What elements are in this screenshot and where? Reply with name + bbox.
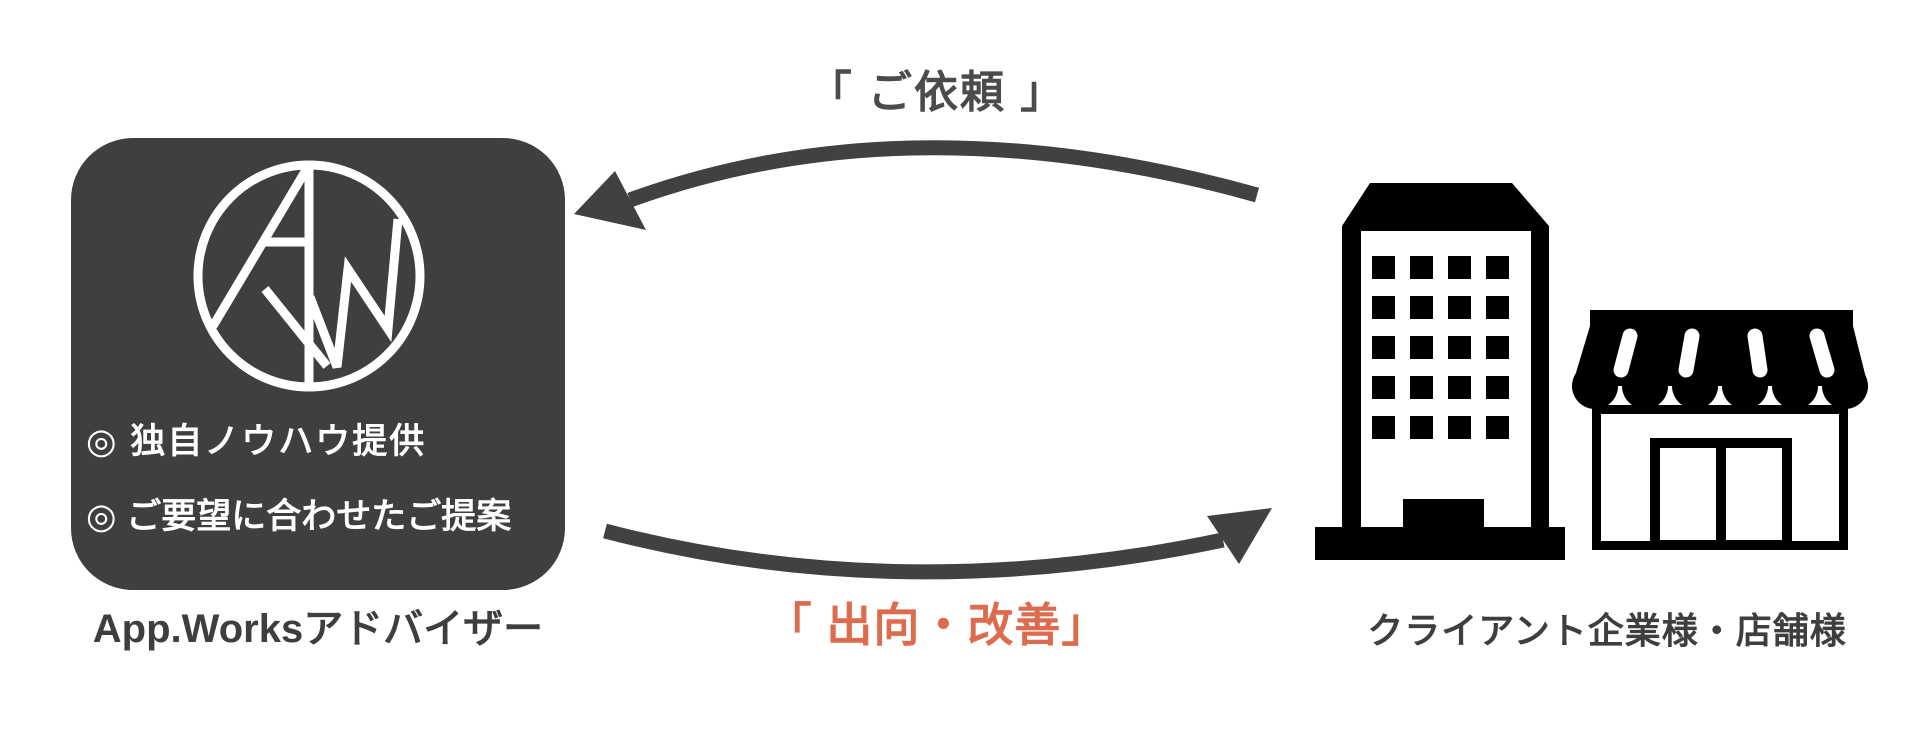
advisor-feature-know-how: ◎ 独自ノウハウ提供 (86, 422, 427, 461)
advisor-card-label: App.Worksアドバイザー (92, 607, 544, 651)
dispatch-arrow-icon (603, 508, 1272, 580)
request-arrow-icon (574, 140, 1260, 230)
advisor-feature-proposal: ◎ ご要望に合わせたご提案 (86, 497, 512, 536)
dispatch-flow-label: 「 出向・改善」 (765, 599, 1109, 651)
client-label: クライアント企業様・店舗様 (1367, 610, 1847, 651)
storefront-icon (1572, 310, 1868, 550)
advisor-card: ◎ 独自ノウハウ提供 ◎ ご要望に合わせたご提案 (71, 138, 565, 590)
office-building-icon (1315, 183, 1565, 560)
request-flow-label: 「 ご依頼 」 (807, 68, 1067, 117)
app-works-logo-icon (193, 160, 425, 392)
